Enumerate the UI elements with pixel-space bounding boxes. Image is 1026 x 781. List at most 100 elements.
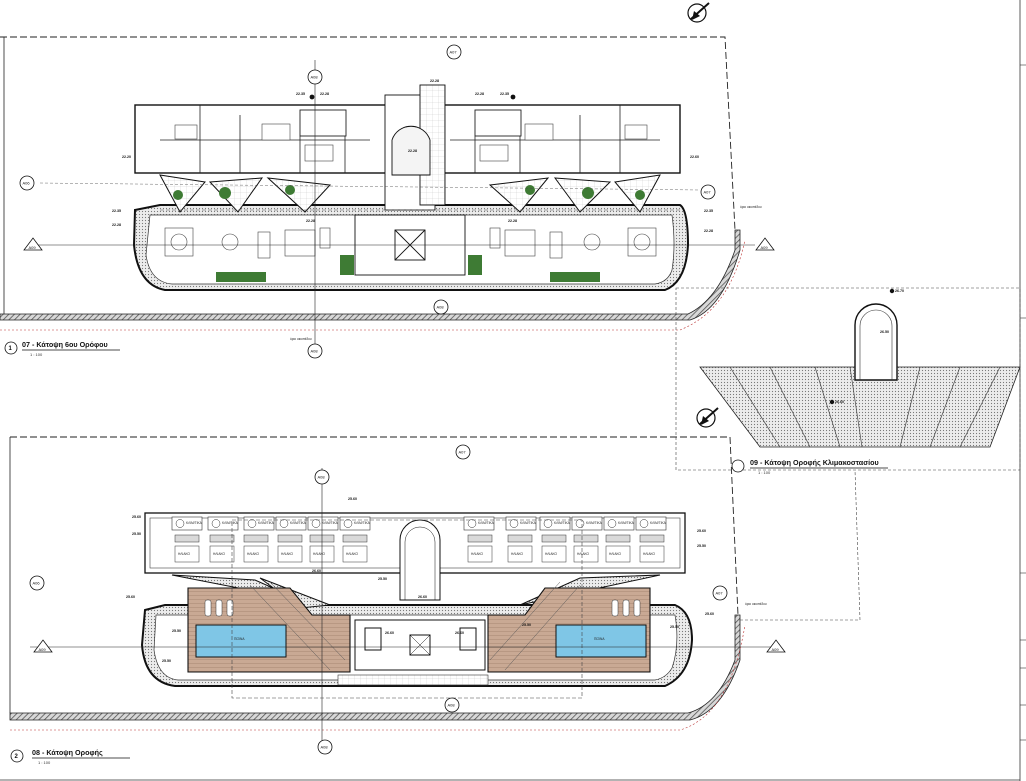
svg-text:ΚΛΙΜ/ΤΙΚΑ: ΚΛΙΜ/ΤΙΚΑ (354, 521, 371, 525)
svg-text:ΚΛΙΜ/ΤΙΚΑ: ΚΛΙΜ/ΤΙΚΑ (520, 521, 537, 525)
svg-text:08 - Κάτοψη Οροφής: 08 - Κάτοψη Οροφής (32, 748, 103, 757)
svg-text:A07: A07 (450, 50, 458, 55)
level-tag: 25.50 (378, 577, 387, 581)
svg-text:A08: A08 (321, 745, 329, 750)
svg-text:ΗΛΙΑΚΟ: ΗΛΙΑΚΟ (577, 552, 589, 556)
drawing-title-6th-floor: 1 07 - Κάτοψη 6ου Ορόφου 1 : 100 (4, 340, 120, 357)
svg-text:ΚΛΙΜ/ΤΙΚΑ: ΚΛΙΜ/ΤΙΚΑ (222, 521, 239, 525)
level-tag: 22.35 (704, 209, 713, 213)
level-tag: 26.50 (880, 330, 889, 334)
svg-text:A08: A08 (437, 305, 445, 310)
plot-retaining-wall (0, 229, 741, 321)
svg-text:A08: A08 (311, 75, 319, 80)
north-arrow-icon (687, 2, 710, 23)
svg-text:A09: A09 (761, 245, 769, 250)
svg-text:ΗΛΙΑΚΟ: ΗΛΙΑΚΟ (609, 552, 621, 556)
title-block-strip (1019, 0, 1026, 781)
svg-text:ΗΛΙΑΚΟ: ΗΛΙΑΚΟ (178, 552, 190, 556)
level-tag: 25.60 (348, 497, 357, 501)
plan-stair-roof: 26.70 26.50 26.60 (675, 287, 1021, 471)
svg-text:A09: A09 (772, 647, 780, 652)
svg-text:ΗΛΙΑΚΟ: ΗΛΙΑΚΟ (545, 552, 557, 556)
level-tag: 25.50 (162, 659, 171, 663)
pool-right (555, 624, 647, 658)
svg-text:ΚΛΙΜ/ΤΙΚΑ: ΚΛΙΜ/ΤΙΚΑ (554, 521, 571, 525)
svg-text:A07: A07 (716, 591, 724, 596)
svg-text:A08: A08 (448, 703, 456, 708)
level-tag: 25.60 (697, 529, 706, 533)
plot-boundary (10, 436, 739, 616)
level-tag: 22.35 (296, 92, 305, 96)
svg-text:ΗΛΙΑΚΟ: ΗΛΙΑΚΟ (511, 552, 523, 556)
section-markers-roof: A07 A08 A06 A07 A09 A09 A08 A08 όριο οικ… (29, 444, 786, 755)
svg-text:ΗΛΙΑΚΟ: ΗΛΙΑΚΟ (213, 552, 225, 556)
svg-text:ΠΙΣΙΝΑ: ΠΙΣΙΝΑ (234, 637, 245, 641)
level-tags-6th: 22.35 22.28 22.28 22.28 22.35 22.28 22.2… (112, 79, 713, 233)
level-tag: 26.60 (385, 631, 394, 635)
level-tag: 22.28 (306, 219, 315, 223)
level-tag: 22.28 (320, 92, 329, 96)
level-tags-roof: 25.60 25.60 25.50 25.60 25.50 25.60 25.5… (126, 497, 714, 663)
level-tag: 22.28 (430, 79, 439, 83)
svg-text:A07: A07 (704, 190, 712, 195)
level-tag: 22.28 (112, 223, 121, 227)
svg-text:ΚΛΙΜ/ΤΙΚΑ: ΚΛΙΜ/ΤΙΚΑ (258, 521, 275, 525)
svg-text:ΠΙΣΙΝΑ: ΠΙΣΙΝΑ (594, 637, 605, 641)
svg-text:09 - Κάτοψη Οροφής Κλιμακοστασ: 09 - Κάτοψη Οροφής Κλιμακοστασίου (750, 458, 879, 467)
level-tag: 22.28 (508, 219, 517, 223)
level-tag: 22.60 (690, 155, 699, 159)
svg-text:ΚΛΙΜ/ΤΙΚΑ: ΚΛΙΜ/ΤΙΚΑ (290, 521, 307, 525)
svg-text:ΚΛΙΜ/ΤΙΚΑ: ΚΛΙΜ/ΤΙΚΑ (478, 521, 495, 525)
svg-text:A08: A08 (311, 349, 319, 354)
level-tag: 26.60 (312, 569, 321, 573)
svg-text:όριο οικοπέδου: όριο οικοπέδου (290, 337, 312, 341)
svg-text:ΗΛΙΑΚΟ: ΗΛΙΑΚΟ (643, 552, 655, 556)
plan-6th-floor (0, 36, 755, 355)
level-tag: 25.50 (697, 544, 706, 548)
plot-retaining-wall (9, 614, 741, 721)
level-tag: 26.70 (895, 289, 904, 293)
svg-text:ΗΛΙΑΚΟ: ΗΛΙΑΚΟ (247, 552, 259, 556)
level-tag: 25.50 (132, 532, 141, 536)
level-tag: 25.60 (705, 612, 714, 616)
svg-text:ΚΛΙΜ/ΤΙΚΑ: ΚΛΙΜ/ΤΙΚΑ (186, 521, 203, 525)
level-tag: 25.60 (126, 595, 135, 599)
roof-terrace-left: ΠΙΣΙΝΑ (187, 587, 351, 673)
svg-text:2: 2 (15, 754, 19, 760)
level-tag: 25.50 (670, 625, 679, 629)
svg-text:1: 1 (9, 346, 13, 352)
svg-text:A08: A08 (318, 475, 326, 480)
svg-text:1 : 100: 1 : 100 (38, 760, 51, 765)
level-tag: 25.50 (522, 623, 531, 627)
level-tag: 26.60 (835, 400, 844, 404)
svg-text:A06: A06 (23, 181, 31, 186)
svg-text:ΚΛΙΜ/ΤΙΚΑ: ΚΛΙΜ/ΤΙΚΑ (650, 521, 667, 525)
svg-text:ΚΛΙΜ/ΤΙΚΑ: ΚΛΙΜ/ΤΙΚΑ (322, 521, 339, 525)
svg-text:ΗΛΙΑΚΟ: ΗΛΙΑΚΟ (313, 552, 325, 556)
svg-text:07 - Κάτοψη 6ου Ορόφου: 07 - Κάτοψη 6ου Ορόφου (22, 340, 108, 349)
level-tag: 22.20 (122, 155, 131, 159)
level-tag: 26.60 (455, 631, 464, 635)
level-tag: 22.28 (408, 149, 417, 153)
north-arrow-icon (696, 407, 719, 428)
svg-text:ΗΛΙΑΚΟ: ΗΛΙΑΚΟ (281, 552, 293, 556)
level-tag: 25.60 (132, 515, 141, 519)
drawing-title-roof: 2 08 - Κάτοψη Οροφής 1 : 100 (10, 748, 130, 765)
pool-left (195, 624, 287, 658)
svg-text:A06: A06 (33, 581, 41, 586)
roof-terrace-right: ΠΙΣΙΝΑ (487, 587, 651, 673)
svg-text:A07: A07 (459, 450, 467, 455)
level-tag: 25.50 (172, 629, 181, 633)
svg-text:όριο οικοπέδου: όριο οικοπέδου (740, 205, 762, 209)
svg-text:A09: A09 (29, 245, 37, 250)
svg-text:1 : 100: 1 : 100 (758, 470, 771, 475)
stair-roof-arch (854, 303, 898, 381)
level-tag: 22.28 (475, 92, 484, 96)
level-tag: 22.35 (500, 92, 509, 96)
plan-roof: ΚΛΙΜ/ΤΙΚΑ ΚΛΙΜ/ΤΙΚΑ ΚΛΙΜ/ΤΙΚΑ ΚΛΙΜ/ΤΙΚΑ … (9, 436, 861, 745)
svg-text:A09: A09 (39, 647, 47, 652)
level-tag: 26.60 (418, 595, 427, 599)
svg-text:όριο οικοπέδου: όριο οικοπέδου (745, 602, 767, 606)
svg-text:ΚΛΙΜ/ΤΙΚΑ: ΚΛΙΜ/ΤΙΚΑ (586, 521, 603, 525)
